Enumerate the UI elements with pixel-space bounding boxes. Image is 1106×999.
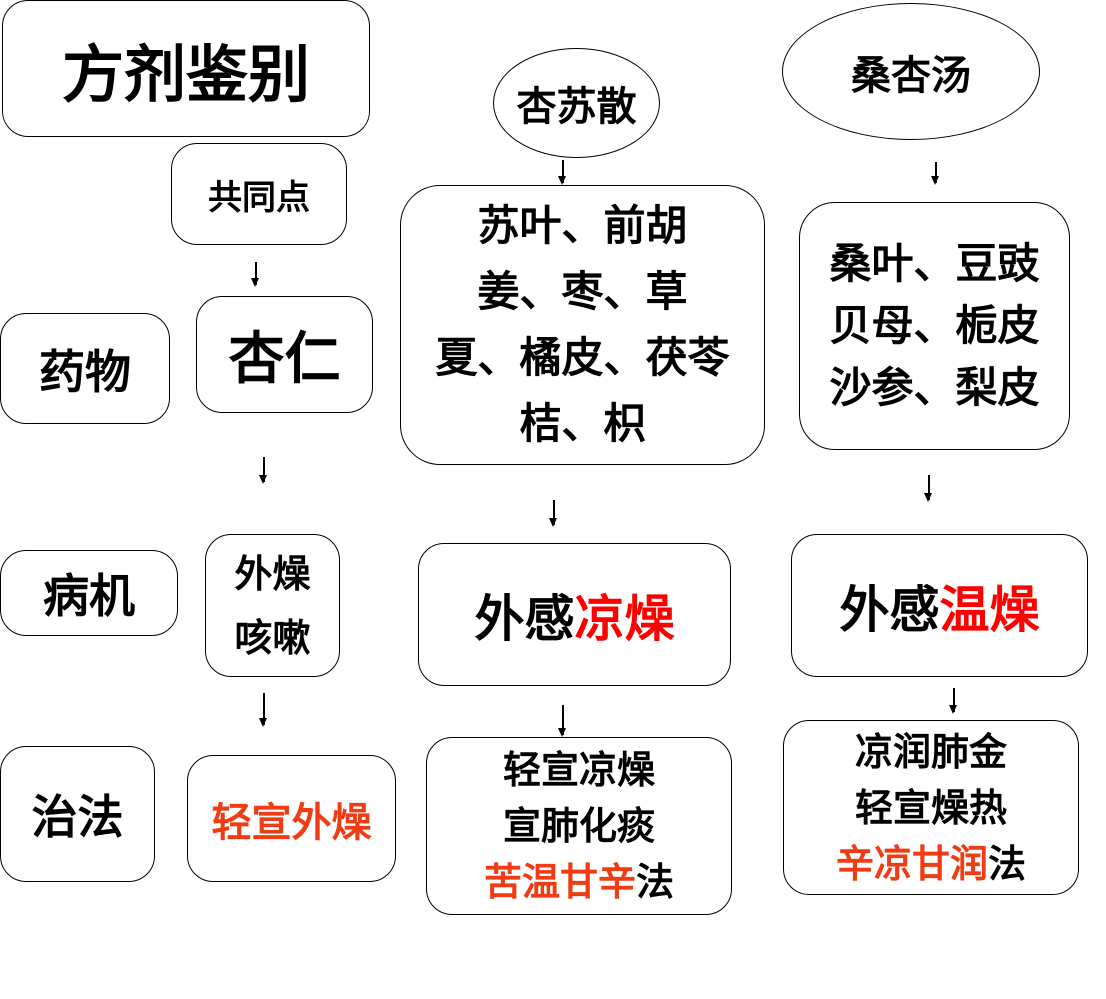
formula2-name: 桑杏汤	[851, 52, 971, 99]
formula1-name: 杏苏散	[516, 84, 637, 130]
common-treatment-box: 轻宣外燥	[187, 755, 396, 882]
method-suffix: 法	[988, 841, 1027, 886]
title-box: 方剂鉴别	[2, 0, 370, 137]
arrow-down-icon	[260, 457, 266, 484]
drug-line: 沙参、梨皮	[829, 363, 1040, 412]
common-label-box: 共同点	[171, 143, 347, 245]
arrow-down-icon	[550, 500, 556, 527]
row-label-mechanism: 病机	[43, 569, 135, 623]
formula1-treatment-box: 轻宣凉燥宣肺化痰苦温甘辛法	[426, 737, 732, 915]
treatment-row-label: 治法	[0, 746, 155, 882]
arrow-down-icon	[559, 160, 565, 185]
drug-line: 苏叶、前胡	[477, 201, 688, 250]
drug-line: 姜、枣、草	[477, 267, 688, 316]
arrow-down-icon	[559, 705, 565, 737]
common-mechanism-line: 外燥	[234, 551, 311, 596]
common-mechanism-box: 外燥咳嗽	[205, 534, 340, 677]
mechanism-key: 凉燥	[574, 589, 675, 648]
formula2-mechanism-box: 外感温燥	[791, 534, 1088, 677]
common-treatment: 轻宣外燥	[211, 799, 372, 846]
formula2-drugs-box: 桑叶、豆豉贝母、栀皮沙参、梨皮	[799, 202, 1070, 450]
drug-row-label: 药物	[0, 313, 170, 424]
row-label-drug: 药物	[39, 344, 131, 399]
mechanism-key: 温燥	[939, 580, 1040, 639]
arrow-down-icon	[932, 162, 938, 185]
mechanism-row-label: 病机	[0, 550, 178, 636]
common-drug: 杏仁	[228, 327, 341, 392]
method-key: 辛凉甘润	[835, 841, 988, 886]
mechanism-prefix: 外感	[839, 580, 940, 639]
formula2-treatment-box: 凉润肺金轻宣燥热辛凉甘润法	[783, 720, 1079, 895]
formula1-name-ellipse: 杏苏散	[493, 48, 660, 158]
formula1-mechanism-box: 外感凉燥	[418, 543, 731, 686]
treatment-line: 轻宣燥热	[854, 785, 1007, 830]
common-drug-box: 杏仁	[196, 296, 373, 413]
arrow-down-icon	[260, 693, 266, 727]
treatment-line: 轻宣凉燥	[502, 748, 655, 792]
common-mechanism-line: 咳嗽	[234, 615, 311, 660]
arrow-down-icon	[950, 688, 956, 714]
treatment-line: 凉润肺金	[854, 729, 1007, 774]
arrow-down-icon	[925, 475, 931, 502]
mechanism-prefix: 外感	[474, 589, 575, 648]
drug-line: 贝母、栀皮	[829, 301, 1040, 350]
common-label: 共同点	[208, 177, 310, 218]
row-label-treatment: 治法	[31, 790, 124, 844]
arrow-down-icon	[252, 262, 258, 287]
drug-line: 夏、橘皮、茯苓	[435, 333, 730, 382]
drug-line: 桔、枳	[519, 399, 646, 448]
method-key: 苦温甘辛	[483, 860, 636, 904]
formula1-drugs-box: 苏叶、前胡姜、枣、草夏、橘皮、茯苓桔、枳	[400, 185, 765, 465]
title: 方剂鉴别	[61, 37, 310, 111]
formula2-name-ellipse: 桑杏汤	[782, 3, 1040, 140]
treatment-line: 宣肺化痰	[502, 804, 655, 848]
drug-line: 桑叶、豆豉	[829, 239, 1040, 288]
method-suffix: 法	[636, 860, 675, 904]
